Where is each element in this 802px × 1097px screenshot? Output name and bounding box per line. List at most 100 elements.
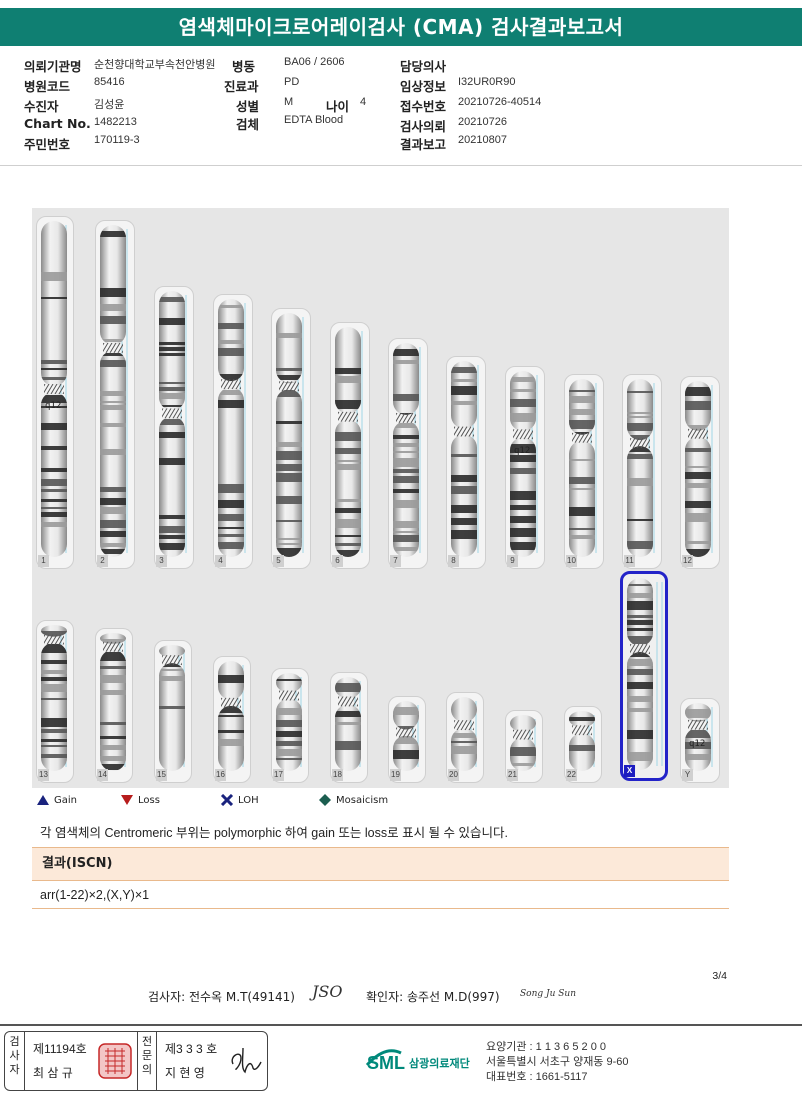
chromosome-number: 13 — [38, 769, 49, 781]
chromosome-number: 10 — [566, 555, 577, 567]
info-value: BA06 / 2606 — [284, 56, 345, 68]
legend-item-loh: LOH — [220, 792, 259, 810]
info-label: 병동 — [232, 59, 256, 74]
chromosome-10[interactable]: 10 — [564, 374, 604, 569]
band-annotation: q12 — [689, 738, 706, 749]
chromosome-18[interactable]: 18 — [330, 672, 368, 783]
chromosome-ideogram — [569, 379, 597, 557]
inspector-title: 검사자 — [5, 1032, 25, 1090]
chromosome-19[interactable]: 19 — [388, 696, 426, 783]
info-label: 담당의사 — [400, 59, 447, 74]
chromosome-number: 5 — [273, 555, 284, 567]
chromosome-4[interactable]: 4 — [213, 294, 253, 569]
chromosome-11[interactable]: 11 — [622, 374, 662, 569]
chromosome-ideogram — [510, 371, 538, 557]
chromosome-ideogram — [685, 381, 713, 557]
org-name: 삼광의료재단 — [409, 1056, 470, 1070]
chromosome-16[interactable]: 16 — [213, 656, 251, 783]
chromosome-ideogram — [41, 625, 67, 771]
confirmer-label: 확인자: 송주선 M.D(997) — [366, 990, 500, 1004]
info-value: 20210726 — [458, 116, 507, 128]
chromosome-ideogram — [510, 715, 536, 771]
legend-item-gain: Gain — [36, 792, 77, 810]
chromosome-number: 8 — [448, 555, 459, 567]
chromosome-7[interactable]: 7 — [388, 338, 428, 569]
specialist-name: 지 현 영 — [165, 1066, 205, 1080]
info-label: 나이 — [326, 99, 350, 114]
info-label: 검사의뢰 — [400, 119, 447, 134]
chromosome-number: 20 — [448, 769, 459, 781]
chromosome-ideogram — [335, 677, 361, 771]
info-label: 결과보고 — [400, 137, 447, 152]
chromosome-ideogram — [627, 379, 655, 557]
result-header: 결과(ISCN) — [32, 847, 729, 881]
info-value: I32UR0R90 — [458, 76, 516, 88]
info-label: 수진자 — [24, 99, 59, 114]
info-label: 병원코드 — [24, 79, 71, 94]
info-value: 170119-3 — [94, 134, 140, 146]
legend-label: Gain — [54, 795, 77, 806]
footer-phone: 대표번호 : 1661-5117 — [486, 1071, 588, 1083]
chromosome-2[interactable]: 2 — [95, 220, 135, 569]
chromosome-ideogram — [685, 703, 713, 771]
triangle-down-icon — [121, 795, 133, 805]
chromosome-number: 1 — [38, 555, 49, 567]
info-value: M — [284, 96, 294, 108]
page-number: 3/4 — [712, 970, 727, 982]
chromosome-ideogram — [335, 327, 363, 557]
chromosome-6[interactable]: 6 — [330, 322, 370, 569]
chromosome-number: 12 — [682, 555, 693, 567]
chromosome-number: 17 — [273, 769, 284, 781]
chromosome-20[interactable]: 20 — [446, 692, 484, 783]
chromosome-ideogram — [100, 225, 128, 557]
info-value: 순천향대학교부속천안병원 — [94, 59, 216, 71]
chromosome-14[interactable]: 14 — [95, 628, 133, 783]
inspector-no: 제11194호 — [33, 1042, 87, 1056]
chromosome-ideogram — [627, 578, 663, 770]
sml-logo-icon: SML 삼광의료재단 — [365, 1049, 470, 1073]
chromosome-number: 21 — [507, 769, 518, 781]
chromosome-number: 14 — [97, 769, 108, 781]
chromosome-3[interactable]: 3 — [154, 286, 194, 569]
result-value: arr(1-22)×2,(X,Y)×1 — [32, 881, 729, 909]
chromosome-number: 4 — [215, 555, 226, 567]
chromosome-21[interactable]: 21 — [505, 710, 543, 783]
chromosome-ideogram — [393, 701, 419, 771]
footer-info: 요양기관 : 1 1 3 6 5 2 0 0 서울특별시 서초구 양재동 9-6… — [486, 1040, 629, 1085]
chromosome-number: 11 — [624, 555, 635, 567]
chromosome-8[interactable]: 8 — [446, 356, 486, 569]
band-annotation: q12 — [514, 446, 531, 457]
info-value: PD — [284, 76, 300, 88]
info-value: 김성윤 — [94, 99, 125, 111]
tester-signature: JSO — [312, 982, 343, 1001]
chromosome-22[interactable]: 22 — [564, 706, 602, 783]
chromosome-ideogram — [276, 673, 302, 771]
legend-item-loss: Loss — [120, 792, 160, 810]
info-value: 4 — [360, 96, 367, 108]
chromosome-X[interactable]: X — [620, 571, 668, 781]
chromosome-13[interactable]: 13 — [36, 620, 74, 783]
report-title: 염색체마이크로어레이검사 (CMA) 검사결과보고서 — [0, 8, 802, 46]
logo-text: SML — [367, 1053, 405, 1073]
diamond-icon — [319, 794, 331, 806]
legend-label: Loss — [138, 795, 160, 806]
chromosome-number: 7 — [390, 555, 401, 567]
info-value: EDTA Blood — [284, 114, 344, 126]
legend-item-mosaicism: Mosaicism — [318, 792, 388, 810]
chromosome-17[interactable]: 17 — [271, 668, 309, 783]
chromosome-ideogram — [100, 633, 126, 771]
info-label: Chart No. — [24, 116, 91, 131]
chromosome-15[interactable]: 15 — [154, 640, 192, 783]
chromosome-12[interactable]: 12 — [680, 376, 720, 569]
chromosome-ideogram — [159, 645, 185, 771]
seal-icon — [98, 1043, 132, 1079]
info-label: 주민번호 — [24, 137, 71, 152]
info-value: 20210807 — [458, 134, 507, 146]
chromosome-ideogram — [218, 661, 244, 771]
chromosome-5[interactable]: 5 — [271, 308, 311, 569]
chromosome-number: 6 — [332, 555, 343, 567]
